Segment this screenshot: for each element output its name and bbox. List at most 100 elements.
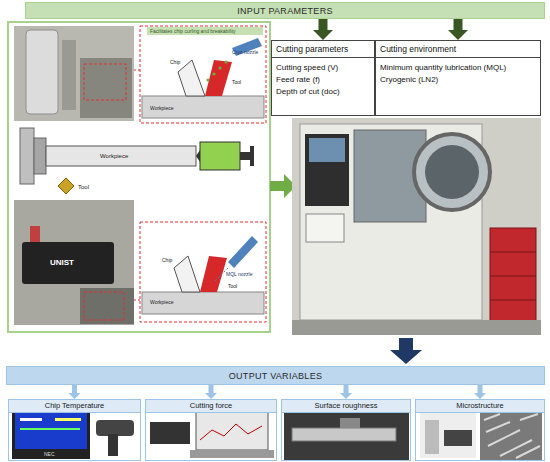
force-plot — [200, 424, 262, 440]
node-heading: Cutting force — [146, 400, 276, 413]
machine-door — [414, 134, 490, 210]
sem-column — [425, 420, 439, 454]
callout-label: Workpiece — [100, 153, 128, 159]
machine-part — [80, 58, 132, 118]
hose — [62, 40, 76, 110]
roughness-photo — [284, 411, 409, 461]
gun-handle — [108, 434, 118, 456]
cryo-nozzle-shape — [232, 38, 262, 56]
output-box: Microstructure — [415, 399, 545, 461]
flow-arrow — [478, 385, 483, 393]
grain-lines — [484, 414, 540, 458]
node-heading: OUTPUT VARIABLES — [229, 371, 323, 381]
output-box: Chip Temperature — [8, 399, 141, 461]
control-screen — [309, 138, 345, 162]
tool-insert — [58, 178, 74, 194]
chip-shape — [174, 256, 200, 292]
mql-nozzle-shape — [228, 236, 258, 268]
micrograph — [480, 410, 542, 460]
parameter-box: Cutting environmentMinimum quantity lubr… — [375, 40, 541, 116]
node-heading: Cutting parameters — [272, 41, 374, 58]
callout-label: UNIST — [50, 259, 74, 267]
callout-label: Cryo nozzle — [232, 50, 258, 55]
cryo-schematic-frame — [140, 26, 266, 123]
tool-cabinet — [490, 228, 536, 324]
callout-label: Workpiece — [150, 300, 174, 305]
screen-readout — [20, 418, 42, 421]
header-band: OUTPUT VARIABLES — [6, 366, 545, 385]
callout-label: Tool — [228, 284, 237, 289]
callout-label: Tool — [232, 80, 241, 85]
cryo-photo — [14, 26, 134, 121]
flow-arrow — [454, 19, 463, 30]
node-heading: INPUT PARAMETERS — [237, 6, 332, 16]
screen-readout — [20, 428, 80, 430]
workpiece-block — [142, 96, 264, 118]
leader-line — [134, 300, 140, 301]
node-text: Cutting speed (V) — [272, 62, 374, 74]
callout-label: MQL nozzle — [226, 272, 253, 277]
workpiece-block — [142, 292, 264, 314]
node-text: Minimum quantity lubrication (MQL) — [376, 62, 540, 74]
tool-tip — [196, 150, 200, 162]
mql-device — [22, 242, 114, 284]
node-text: Cryogenic (LN2) — [376, 74, 540, 86]
flow-arrow — [72, 385, 77, 393]
drawer-line — [490, 276, 536, 277]
header-band: INPUT PARAMETERS — [25, 2, 545, 19]
output-box: Surface roughness — [281, 399, 411, 461]
callout-label: Chip — [162, 258, 172, 263]
flow-arrow — [319, 19, 328, 30]
note-bar — [147, 27, 263, 35]
flow-arrow — [209, 385, 214, 393]
output-box: Cutting force — [145, 399, 277, 461]
mql-reservoir — [30, 226, 40, 242]
floor — [292, 320, 541, 335]
mist-spray — [214, 268, 228, 282]
control-panel — [305, 134, 349, 206]
dewar-tank — [26, 30, 58, 114]
tool-shape — [200, 256, 227, 292]
chuck-jaw — [34, 138, 46, 174]
machine-detail — [80, 288, 134, 324]
node-heading: Surface roughness — [282, 400, 410, 413]
holder-shank — [240, 152, 250, 160]
drawer-line — [490, 300, 536, 301]
coolant-dot — [212, 72, 215, 75]
mql-schematic-frame — [140, 222, 266, 322]
flow-arrow — [390, 338, 422, 364]
laptop-base — [190, 450, 274, 458]
screen-readout — [55, 418, 81, 421]
node-text: Depth of cut (doc) — [272, 86, 374, 98]
leader-line — [134, 70, 140, 71]
callout-label: Chip — [170, 60, 180, 65]
laptop-screen — [196, 412, 268, 450]
tool-holder — [200, 142, 240, 170]
stylus-probe — [340, 418, 360, 428]
lathe-body — [300, 124, 482, 320]
callout-label: Tool — [78, 184, 89, 190]
node-text: Feed rate (f) — [272, 74, 374, 86]
monitor-bezel — [12, 411, 90, 459]
callout-label: Workpiece — [150, 106, 174, 111]
callout-label: NEC — [44, 452, 55, 457]
parameter-box: Cutting parametersCutting speed (V)Feed … — [271, 40, 375, 116]
callout-label: Facilitates chip curling and breakabilit… — [150, 29, 236, 34]
sem-monitor — [444, 430, 472, 446]
workpiece-bar — [46, 146, 196, 166]
node-heading: Chip Temperature — [9, 400, 140, 413]
coolant-dot — [218, 66, 221, 69]
sem-photo — [420, 412, 476, 458]
drawer-line — [490, 252, 536, 253]
panel-frame — [8, 22, 270, 332]
paper-sheet — [306, 214, 344, 242]
door-glass — [425, 145, 479, 199]
thermal-gun — [96, 420, 134, 436]
highlight-box — [84, 292, 124, 320]
dynamometer-amp — [150, 422, 190, 444]
flow-arrow — [344, 385, 349, 393]
chuck — [20, 128, 34, 184]
coolant-dot — [206, 78, 209, 81]
node-heading: Microstructure — [416, 400, 544, 413]
highlight-box — [84, 64, 126, 100]
